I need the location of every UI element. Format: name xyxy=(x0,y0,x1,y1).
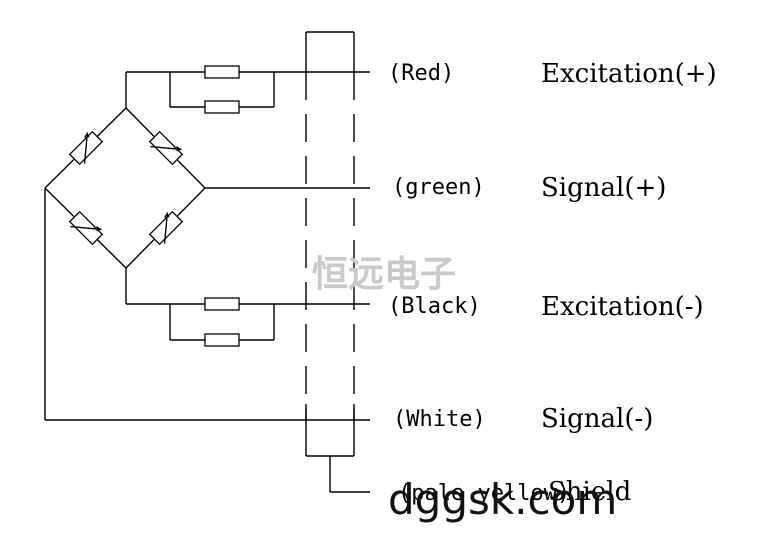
signal-label-excitation-negative: Excitation(-) xyxy=(541,292,704,322)
resistor xyxy=(204,297,240,311)
strain-gauge-resistor-top-left xyxy=(68,130,104,166)
signal-label-shield: Shield xyxy=(548,477,631,507)
excitation-positive-branch xyxy=(125,65,370,114)
shield-wire xyxy=(329,456,370,493)
watermark-url: dggsk.com xyxy=(388,475,617,524)
strain-gauge-resistor-top-right xyxy=(148,130,184,166)
resistor xyxy=(204,333,240,347)
signal-label-excitation-positive: Excitation(+) xyxy=(541,59,717,89)
wire-color-label-black: (Black) xyxy=(388,294,481,319)
resistor xyxy=(204,65,240,79)
cable-connector xyxy=(305,31,355,457)
wire-color-label-white: (White) xyxy=(393,407,486,432)
wheatstone-bridge xyxy=(44,107,206,269)
signal-negative-wire xyxy=(44,188,370,421)
watermark-chinese: 恒远电子 xyxy=(312,254,456,295)
strain-gauge-resistor-bottom-right xyxy=(148,210,184,246)
signal-label-signal-negative: Signal(-) xyxy=(541,404,653,434)
strain-gauge-resistor-bottom-left xyxy=(68,210,104,246)
signal-label-signal-positive: Signal(+) xyxy=(541,173,666,203)
wire-color-label-pale-yellow: (pale yellow) xyxy=(398,481,570,506)
wire-color-label-red: (Red) xyxy=(388,61,454,86)
wire-color-label-green: (green) xyxy=(392,175,485,200)
excitation-negative-branch xyxy=(125,268,370,347)
resistor xyxy=(204,100,240,114)
